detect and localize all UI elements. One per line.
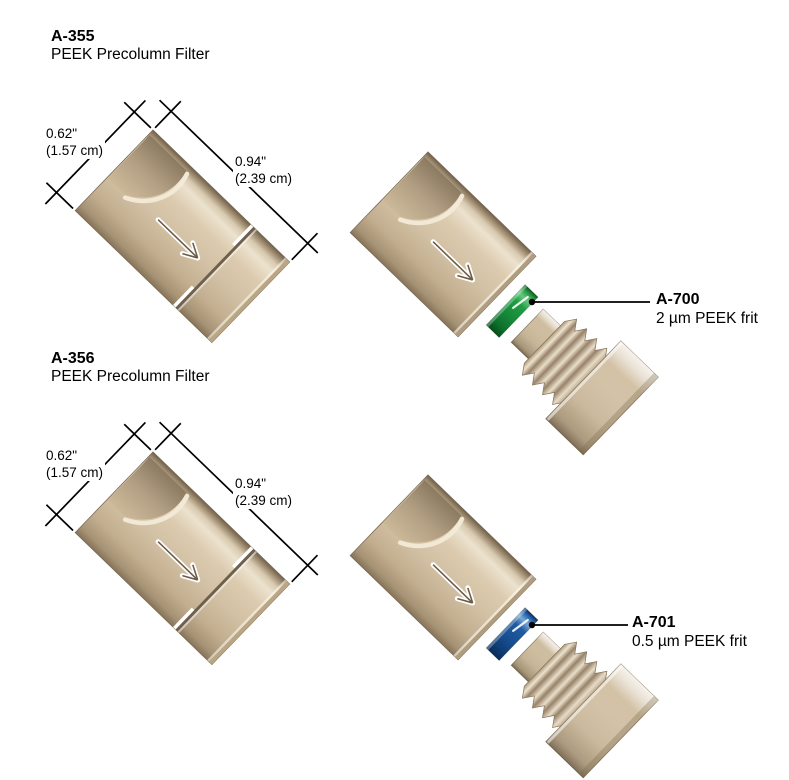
diameter-inches: 0.62" xyxy=(46,126,78,141)
a700-description: 2 µm PEEK frit xyxy=(656,310,758,327)
a700-callout-dot xyxy=(528,298,536,306)
a356-part-name: PEEK Precolumn Filter xyxy=(51,368,210,385)
length-cm: (2.39 cm) xyxy=(235,171,293,186)
diameter-inches: 0.62" xyxy=(46,448,78,463)
a700-part-number: A-700 xyxy=(656,291,700,308)
callout-lines xyxy=(532,301,650,626)
a701-callout-dot xyxy=(528,621,536,629)
a355-assembled-filter xyxy=(34,72,329,365)
a355-part-number: A-355 xyxy=(51,28,95,45)
exploded-view-a700 xyxy=(350,152,659,456)
a356-assembled-filter xyxy=(34,394,329,687)
a355-diameter-dimension: 0.62" (1.57 cm) xyxy=(44,125,106,159)
exploded-view-a701 xyxy=(350,475,659,779)
a356-length-dimension: 0.94" (2.39 cm) xyxy=(233,475,295,509)
a701-label: A-701 0.5 µm PEEK frit xyxy=(632,613,747,652)
a356-part-number: A-356 xyxy=(51,350,95,367)
a701-part-number: A-701 xyxy=(632,614,676,631)
length-cm: (2.39 cm) xyxy=(235,493,293,508)
a355-title: A-355 PEEK Precolumn Filter xyxy=(51,28,210,64)
length-inches: 0.94" xyxy=(235,154,267,169)
a355-length-dimension: 0.94" (2.39 cm) xyxy=(233,153,295,187)
a355-part-name: PEEK Precolumn Filter xyxy=(51,46,210,63)
a700-label: A-700 2 µm PEEK frit xyxy=(656,290,758,329)
diameter-cm: (1.57 cm) xyxy=(46,465,104,480)
length-inches: 0.94" xyxy=(235,476,267,491)
a356-diameter-dimension: 0.62" (1.57 cm) xyxy=(44,447,106,481)
a701-description: 0.5 µm PEEK frit xyxy=(632,633,747,650)
a356-title: A-356 PEEK Precolumn Filter xyxy=(51,350,210,386)
diameter-cm: (1.57 cm) xyxy=(46,143,104,158)
